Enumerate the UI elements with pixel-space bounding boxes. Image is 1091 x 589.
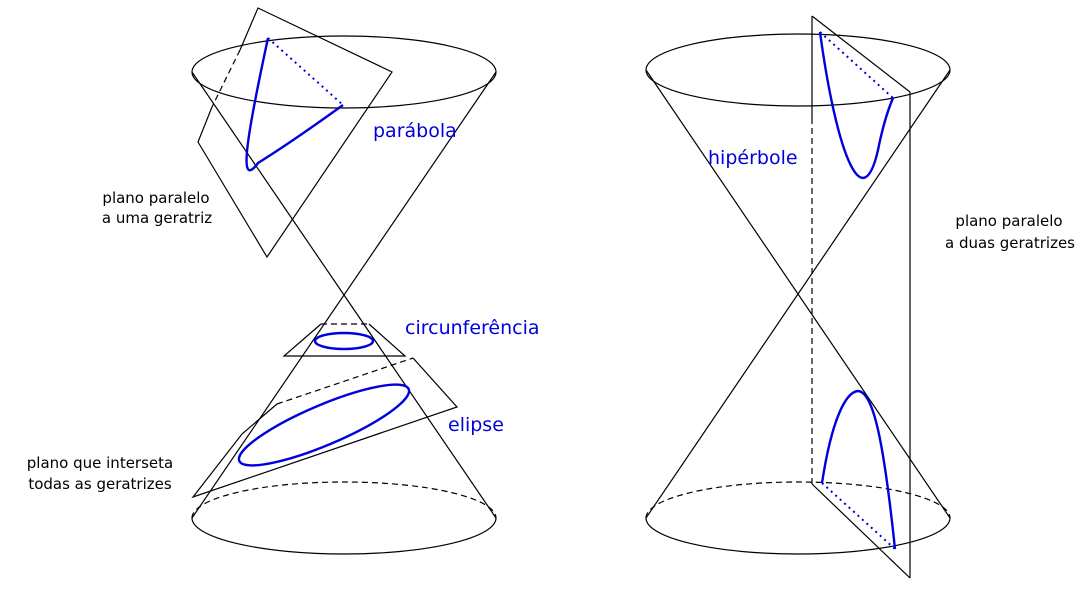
- hyperbola-plane-label-line2: a duas geratrizes: [945, 234, 1075, 252]
- parabola-plane-hidden-edge: [211, 49, 241, 108]
- right-cone-bottom-rim-front: [645, 517, 951, 555]
- ellipse-plane-hidden-edge: [276, 357, 414, 405]
- parabola-label: parábola: [373, 120, 457, 142]
- parabola-plane-label-line1: plano paralelo: [102, 189, 209, 207]
- circle-label: circunferência: [405, 317, 540, 339]
- ellipse-plane-outline: [191, 357, 459, 499]
- right-cone-top-rim: [645, 33, 951, 107]
- right-cone-bottom-rim-back: [645, 481, 951, 519]
- circle-section-curve: [313, 331, 375, 351]
- hyperbola-upper-chord-dotted: [819, 31, 894, 99]
- hyperbola-lower-branch: [820, 389, 897, 550]
- ellipse-section-curve: [237, 383, 411, 467]
- right-double-cone: [645, 33, 951, 555]
- left-cone-bottom-rim-front: [191, 517, 497, 555]
- ellipse-plane-label-line1: plano que interseta: [27, 454, 173, 472]
- ellipse-label: elipse: [448, 414, 504, 436]
- circle-plane: [282, 323, 407, 357]
- hyperbola-lower-chord-dotted: [821, 482, 896, 550]
- hyperbola-plane-top-edge: [811, 15, 911, 93]
- right-cone-generatrix-b: [645, 69, 951, 519]
- left-double-cone: [191, 35, 497, 555]
- parabola-plane: [197, 7, 393, 259]
- parabola-plane-label-line2: a uma geratriz: [102, 209, 212, 227]
- parabola-chord-dotted: [267, 37, 344, 106]
- ellipse-plane: [191, 357, 459, 499]
- ellipse-plane-label-line2: todas as geratrizes: [28, 475, 172, 493]
- parabola-curve: [245, 37, 344, 172]
- hyperbola-label: hipérbole: [708, 147, 798, 169]
- hyperbola-plane: [811, 15, 911, 579]
- hyperbola-plane-bottom-edge: [811, 483, 911, 579]
- left-cone-bottom-rim-back: [191, 481, 497, 519]
- hyperbola-plane-label-line1: plano paralelo: [955, 212, 1062, 230]
- circle-plane-outline: [282, 323, 407, 357]
- parabola-plane-outline: [197, 7, 393, 259]
- hyperbola-upper-branch: [818, 31, 895, 179]
- left-cone-top-rim: [191, 35, 497, 109]
- left-cone-generatrix-b: [191, 71, 497, 519]
